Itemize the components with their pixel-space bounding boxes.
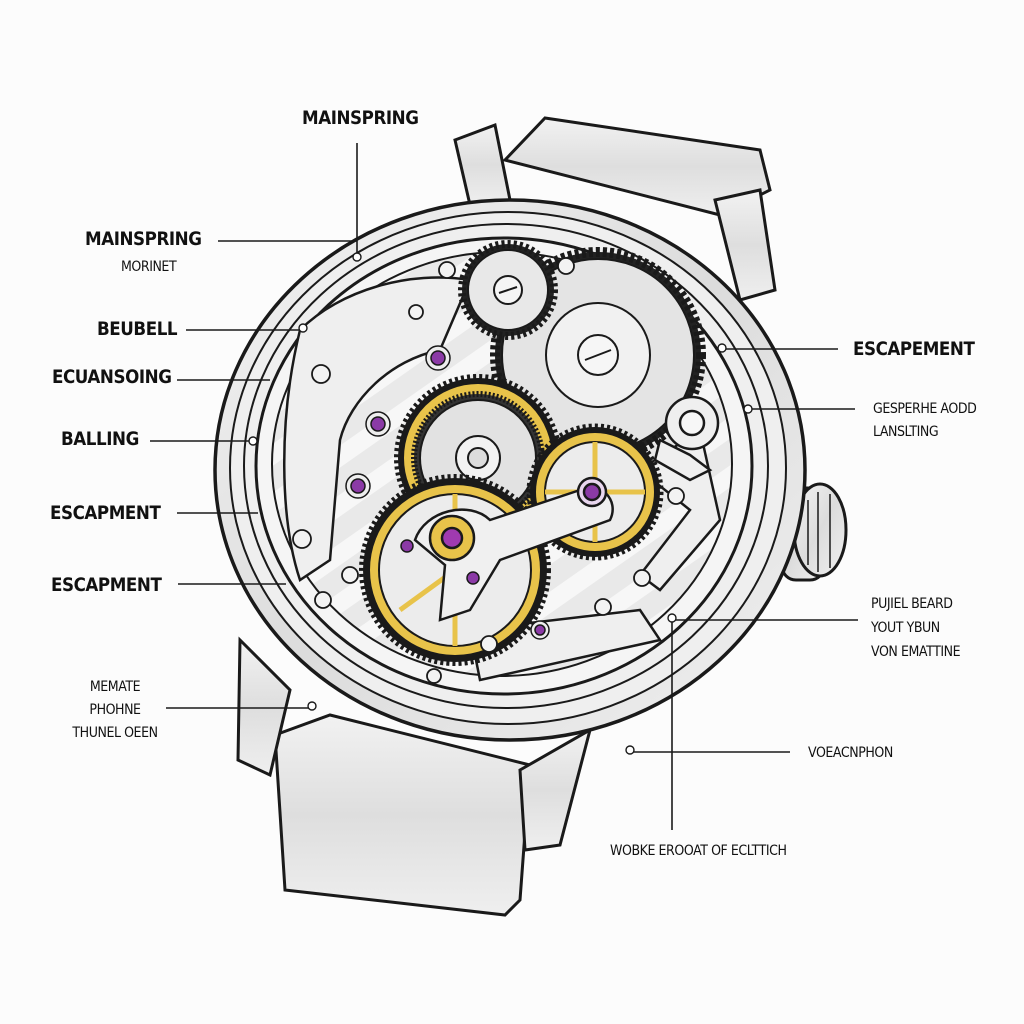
label-memate-1: MEMATE <box>89 679 141 695</box>
label-pujiel-1: PUJIEL BEARD <box>871 596 953 612</box>
label-beubell: BEUBELL <box>97 318 178 340</box>
leader-dots <box>248 252 753 755</box>
label-escapement-right: ESCAPEMENT <box>853 338 975 360</box>
label-balling: BALLING <box>61 428 139 450</box>
crown-wheel <box>458 240 558 340</box>
label-memate-3: THUNEL OEEN <box>72 725 158 741</box>
label-ecuansoing: ECUANSOING <box>52 366 172 388</box>
label-memate-group: MEMATE PHOHNE THUNEL OEEN <box>70 676 170 745</box>
label-memate-2: PHOHNE <box>89 702 141 718</box>
label-bottom: WOBKE EROOAT OF ECLTTICH <box>610 843 787 859</box>
top-strap <box>453 116 777 302</box>
label-gesperhe-2: LANSLTING <box>873 424 939 440</box>
label-pujiel-2: YOUT YBUN <box>871 620 940 636</box>
label-voeacnphon: VOEACNPHON <box>808 745 893 761</box>
balance-bridge <box>413 476 614 622</box>
label-escapment-2: ESCAPMENT <box>51 574 162 596</box>
label-top-mainspring: MAINSPRING <box>302 107 419 129</box>
jewels <box>345 345 550 640</box>
label-escapment-1: ESCAPMENT <box>50 502 161 524</box>
label-mainspring: MAINSPRING <box>85 228 202 250</box>
screws <box>292 257 685 684</box>
pallet-fork <box>653 395 720 482</box>
leader-lines <box>150 143 858 830</box>
label-mainspring-sub: MORINET <box>121 259 177 275</box>
label-gesperhe-1: GESPERHE AODD <box>873 401 977 417</box>
label-pujiel-3: VON EMATTINE <box>871 644 961 660</box>
